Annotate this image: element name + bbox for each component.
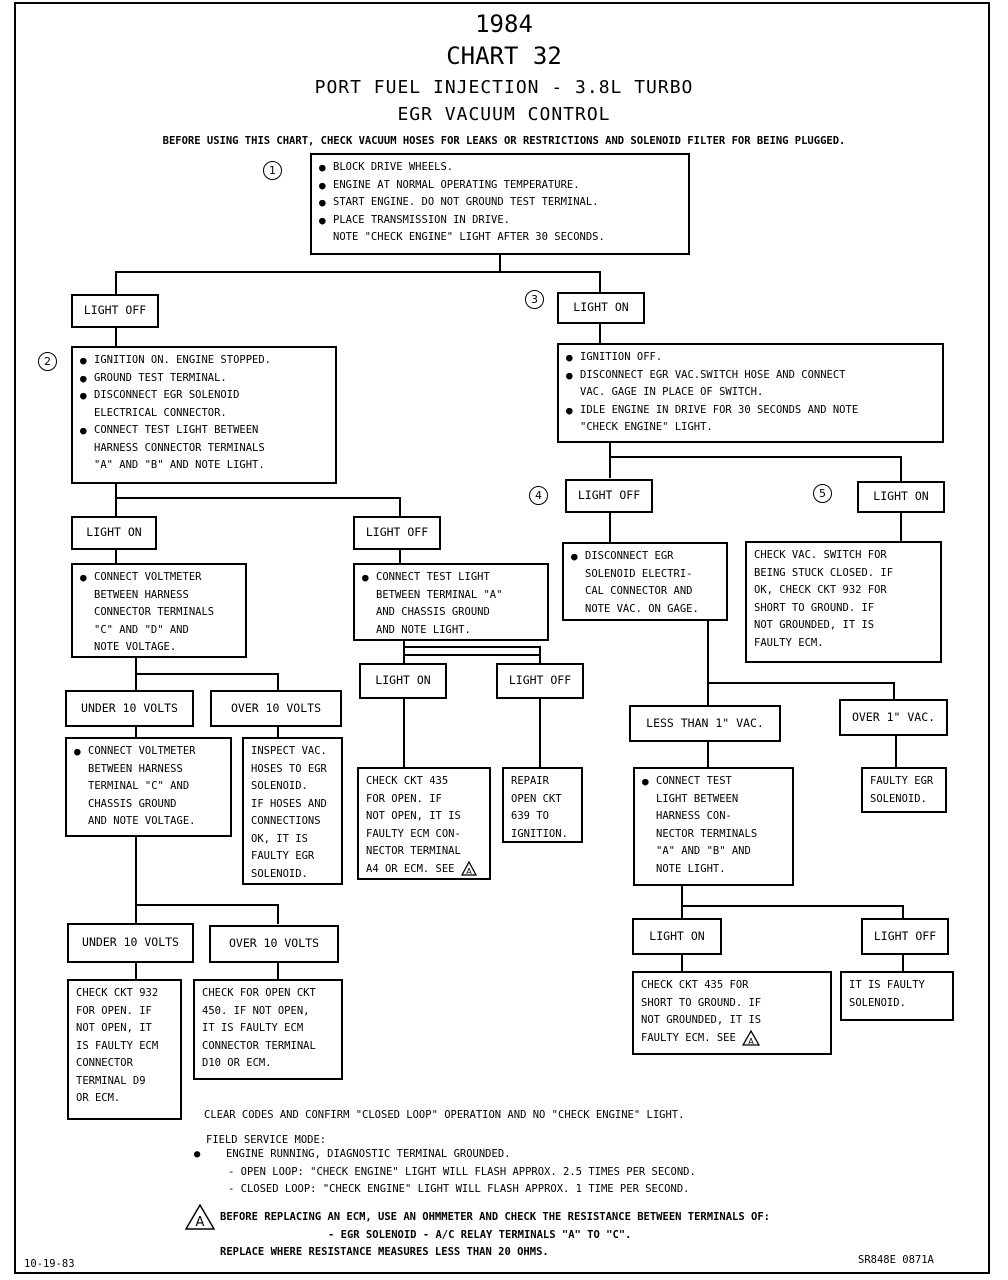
step-number-3: 3 <box>525 290 544 309</box>
faulty-solenoid-box: IT IS FAULTY SOLENOID. <box>840 971 954 1021</box>
outcome-light-off-d: LIGHT OFF <box>861 918 949 955</box>
outcome-light-off-1: LIGHT OFF <box>71 294 159 328</box>
svg-text:A: A <box>748 1037 754 1046</box>
outcome-over-10-volts-a: OVER 10 VOLTS <box>210 690 342 727</box>
field-service-mode-line1: ENGINE RUNNING, DIAGNOSTIC TERMINAL GROU… <box>226 1148 511 1160</box>
document-date: 10-19-83 <box>24 1258 75 1270</box>
check-ckt-932-open-box: CHECK CKT 932 FOR OPEN. IF NOT OPEN, IT … <box>67 979 182 1120</box>
step4-procedure-box: DISCONNECT EGR SOLENOID ELECTRI- CAL CON… <box>562 542 728 621</box>
inspect-vac-hoses-box: INSPECT VAC. HOSES TO EGR SOLENOID. IF H… <box>242 737 343 885</box>
warning-triangle-icon: A <box>185 1204 215 1230</box>
ecm-replacement-warning: BEFORE REPLACING AN ECM, USE AN OHMMETER… <box>220 1211 770 1223</box>
field-service-mode-heading: FIELD SERVICE MODE: <box>206 1134 327 1146</box>
step-number-2: 2 <box>38 352 57 371</box>
clear-codes-note: CLEAR CODES AND CONFIRM "CLOSED LOOP" OP… <box>204 1109 685 1121</box>
faulty-egr-solenoid-box: FAULTY EGR SOLENOID. <box>861 767 947 813</box>
step-number-4: 4 <box>529 486 548 505</box>
check-ckt-450-open-box: CHECK FOR OPEN CKT 450. IF NOT OPEN, IT … <box>193 979 343 1080</box>
chart-year: 1984 <box>475 10 533 38</box>
connect-voltmeter-c-ground-box: CONNECT VOLTMETER BETWEEN HARNESS TERMIN… <box>65 737 232 837</box>
ecm-check-terminals: - EGR SOLENOID - A/C RELAY TERMINALS "A"… <box>328 1229 632 1241</box>
chart-subtitle-system: PORT FUEL INJECTION - 3.8L TURBO <box>314 77 694 98</box>
connect-test-light-a-box: CONNECT TEST LIGHT BETWEEN TERMINAL "A" … <box>353 563 549 641</box>
outcome-light-on-3: LIGHT ON <box>557 292 645 324</box>
check-ckt-435-short-box: CHECK CKT 435 FOR SHORT TO GROUND. IF NO… <box>632 971 832 1055</box>
svg-text:A: A <box>196 1215 205 1230</box>
outcome-under-10-volts-a: UNDER 10 VOLTS <box>65 690 194 727</box>
outcome-light-off-4: LIGHT OFF <box>565 479 653 513</box>
field-service-mode-closed-loop: - CLOSED LOOP: "CHECK ENGINE" LIGHT WILL… <box>228 1183 690 1195</box>
outcome-less-than-1-vac: LESS THAN 1" VAC. <box>629 705 781 742</box>
chart-subtitle-control: EGR VACUUM CONTROL <box>397 104 611 125</box>
outcome-light-off-c: LIGHT OFF <box>496 663 584 699</box>
step-number-1: 1 <box>263 161 282 180</box>
connect-test-light-ab-box: CONNECT TEST LIGHT BETWEEN HARNESS CON- … <box>633 767 794 886</box>
outcome-under-10-volts-b: UNDER 10 VOLTS <box>67 923 194 963</box>
field-service-mode-bullet: ● <box>194 1148 201 1160</box>
check-ckt-435-open-box: CHECK CKT 435 FOR OPEN. IF NOT OPEN, IT … <box>357 767 491 880</box>
step5-check-vac-switch-box: CHECK VAC. SWITCH FOR BEING STUCK CLOSED… <box>745 541 942 663</box>
page-frame <box>14 2 990 1274</box>
warning-triangle-icon: A <box>742 1029 761 1046</box>
outcome-light-on-d: LIGHT ON <box>632 918 722 955</box>
outcome-light-on-2a: LIGHT ON <box>71 516 157 550</box>
precheck-instruction: BEFORE USING THIS CHART, CHECK VACUUM HO… <box>162 135 846 147</box>
document-code: SR848E 0871A <box>858 1254 934 1266</box>
warning-triangle-icon: A <box>460 861 477 876</box>
outcome-over-1-vac: OVER 1" VAC. <box>839 699 948 736</box>
repair-open-ckt-639-box: REPAIR OPEN CKT 639 TO IGNITION. <box>502 767 583 843</box>
start-procedure-box: BLOCK DRIVE WHEELS. ENGINE AT NORMAL OPE… <box>310 153 690 255</box>
outcome-light-off-2b: LIGHT OFF <box>353 516 441 550</box>
svg-text:A: A <box>466 867 472 876</box>
field-service-mode-open-loop: - OPEN LOOP: "CHECK ENGINE" LIGHT WILL F… <box>228 1166 696 1178</box>
step3-procedure-box: IGNITION OFF. DISCONNECT EGR VAC.SWITCH … <box>557 343 944 443</box>
connect-voltmeter-cd-box: CONNECT VOLTMETER BETWEEN HARNESS CONNEC… <box>71 563 247 658</box>
step-number-5: 5 <box>813 484 832 503</box>
step2-procedure-box: IGNITION ON. ENGINE STOPPED. GROUND TEST… <box>71 346 337 484</box>
outcome-light-on-c: LIGHT ON <box>359 663 447 699</box>
ecm-replace-condition: REPLACE WHERE RESISTANCE MEASURES LESS T… <box>220 1246 549 1258</box>
chart-number: CHART 32 <box>446 42 562 70</box>
outcome-light-on-5: LIGHT ON <box>857 481 945 513</box>
outcome-over-10-volts-b: OVER 10 VOLTS <box>209 925 339 963</box>
